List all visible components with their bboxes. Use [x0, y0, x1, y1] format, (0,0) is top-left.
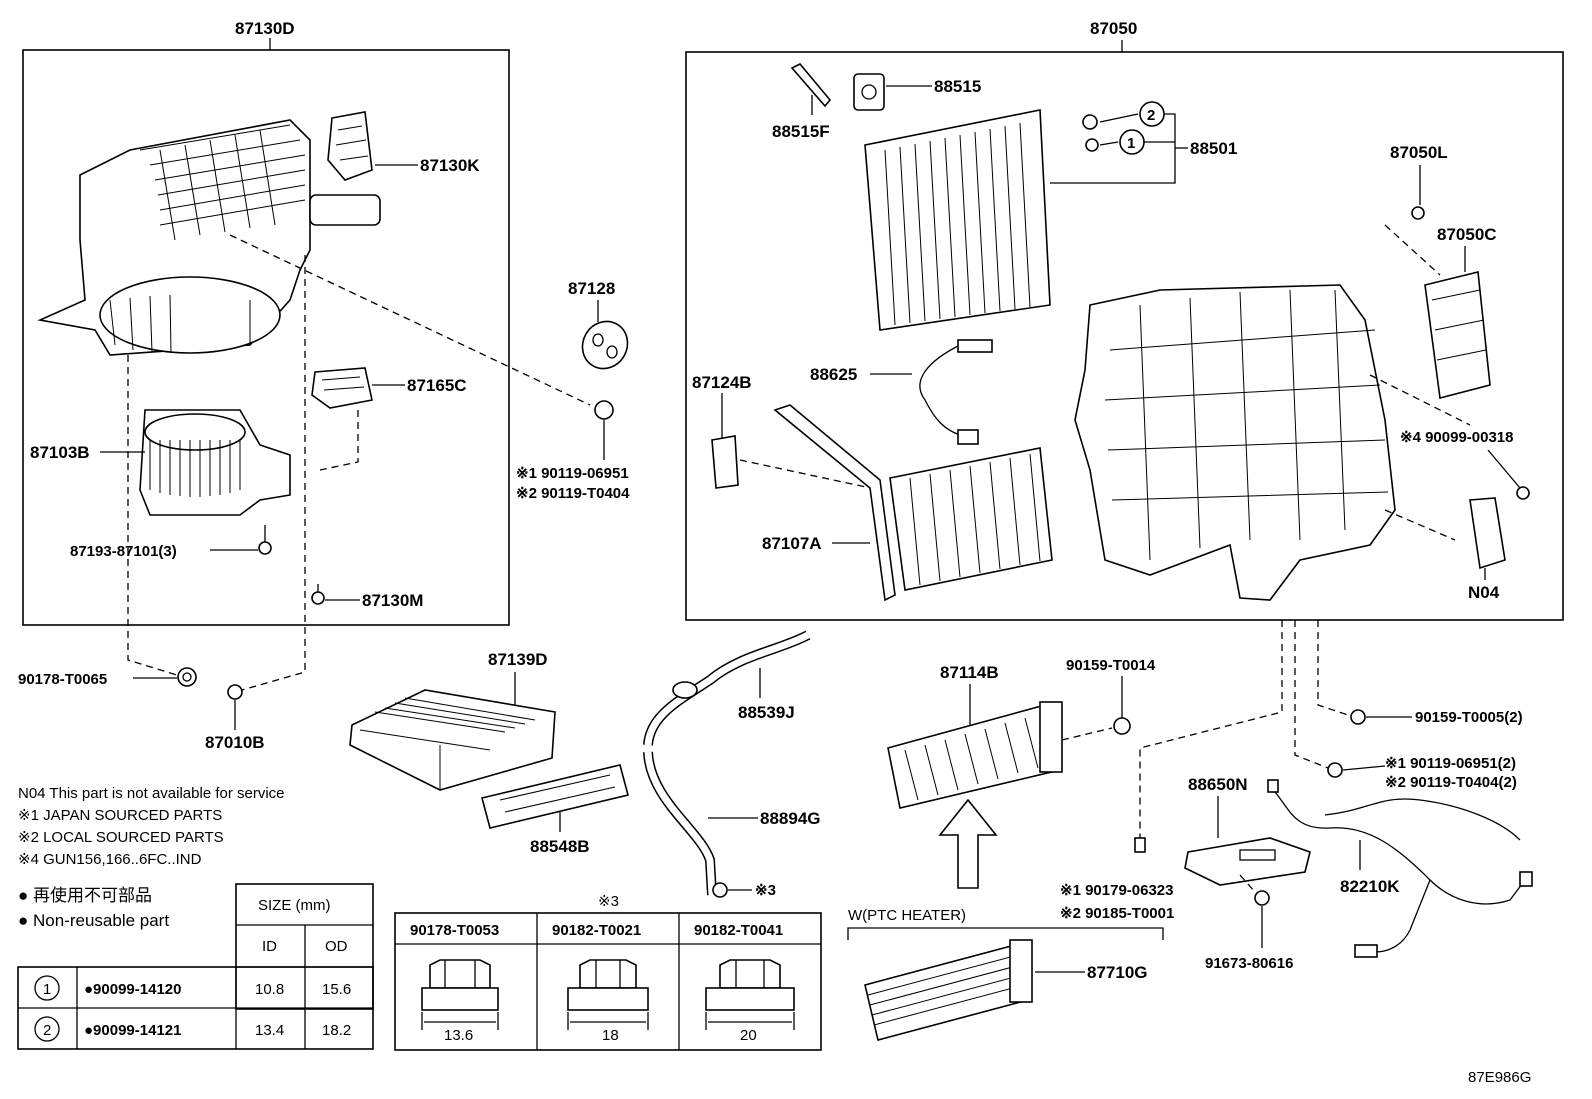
- ptc-heater-87114B-drawing: [887, 701, 1063, 809]
- note-x2: ※2 LOCAL SOURCED PARTS: [18, 829, 224, 846]
- table-row1-ref: 1: [43, 981, 51, 998]
- o-ring-2-number: 2: [1147, 107, 1155, 124]
- nut-icon: [579, 959, 637, 989]
- table-row2-ref: 2: [43, 1022, 51, 1039]
- part-88515F: 88515F: [772, 122, 830, 141]
- figure-id: 87E986G: [1468, 1069, 1531, 1086]
- nut-col2-size: 18: [602, 1027, 619, 1044]
- group-label-heater-unit: 87050: [1090, 19, 1137, 38]
- note-x1: ※1 JAPAN SOURCED PARTS: [18, 807, 222, 824]
- part-90119-06951-2: ※1 90119-06951(2): [1385, 755, 1516, 772]
- part-87710G: 87710G: [1087, 963, 1148, 982]
- part-91673-80616: 91673-80616: [1205, 955, 1293, 972]
- gasket-90178-T0065-drawing: [177, 667, 197, 687]
- bracket-N04-drawing: [1469, 497, 1506, 570]
- wire-harness-82210K-drawing: [1267, 779, 1533, 958]
- part-87107A: 87107A: [762, 534, 822, 553]
- part-88539J: 88539J: [738, 703, 795, 722]
- part-87010B: 87010B: [205, 733, 265, 752]
- nut-col2-part: 90182-T0021: [552, 922, 641, 939]
- nut-col1-size: 13.6: [444, 1027, 473, 1044]
- table-id-header: ID: [262, 938, 277, 955]
- part-N04: N04: [1468, 583, 1500, 602]
- heater-unit-box: [685, 51, 1564, 621]
- part-90178-T0065: 90178-T0065: [18, 671, 107, 688]
- cover-88548B-drawing: [481, 764, 629, 829]
- part-87193-87101: 87193-87101(3): [70, 543, 177, 560]
- blower-case-drawing: [37, 119, 381, 356]
- note-x4: ※4 GUN156,166..6FC..IND: [18, 851, 202, 868]
- hose-88539J-drawing: [643, 630, 811, 746]
- part-82210K: 82210K: [1340, 877, 1400, 896]
- table-row1-od: 15.6: [322, 981, 351, 998]
- expansion-valve-88515-drawing: [853, 73, 885, 111]
- part-87050C: 87050C: [1437, 225, 1497, 244]
- actuator-87050C-drawing: [1424, 271, 1491, 400]
- table-row2-part: ●90099-14121: [84, 1022, 181, 1039]
- o-ring-1-number: 1: [1127, 135, 1135, 152]
- table-row2-od: 18.2: [322, 1022, 351, 1039]
- part-87103B: 87103B: [30, 443, 90, 462]
- note-n04: N04 This part is not available for servi…: [18, 785, 285, 802]
- group-label-blower: 87130D: [235, 19, 295, 38]
- nut-col3-part: 90182-T0041: [694, 922, 783, 939]
- part-88515: 88515: [934, 77, 981, 96]
- blower-assembly-box: [22, 49, 510, 626]
- part-87114B: 87114B: [940, 663, 999, 682]
- part-88501: 88501: [1190, 139, 1237, 158]
- part-87050L: 87050L: [1390, 143, 1448, 162]
- blower-motor-87103B-drawing: [139, 409, 291, 516]
- part-90119-T0404-2: ※2 90119-T0404(2): [1385, 774, 1517, 791]
- part-90179-06323: ※1 90179-06323: [1060, 882, 1174, 899]
- part-88894G: 88894G: [760, 809, 821, 828]
- nut-size-table: ※3 90178-T0053 90182-T0021 90182-T0041 1…: [394, 893, 822, 1051]
- table-row1-part: ●90099-14120: [84, 981, 181, 998]
- part-88625: 88625: [810, 365, 857, 384]
- note-nonreusable-en: ● Non-reusable part: [18, 911, 169, 930]
- hose-88894G-drawing: [643, 751, 728, 898]
- arrow-up-icon: [938, 798, 998, 889]
- part-87130M: 87130M: [362, 591, 423, 610]
- table-row2-id: 13.4: [255, 1022, 284, 1039]
- nut-col1-part: 90178-T0053: [410, 922, 499, 939]
- part-90119-06951: ※1 90119-06951: [516, 465, 629, 482]
- part-90159-T0014: 90159-T0014: [1066, 657, 1156, 674]
- part-x3: ※3: [755, 882, 776, 899]
- part-90185-T0001: ※2 90185-T0001: [1060, 905, 1174, 922]
- nut-table-title: ※3: [598, 893, 619, 910]
- part-87124B: 87124B: [692, 373, 752, 392]
- ptc-heater-label: W(PTC HEATER): [848, 907, 966, 924]
- part-90119-T0404: ※2 90119-T0404: [516, 485, 630, 502]
- part-90159-T0005: 90159-T0005(2): [1415, 709, 1523, 726]
- resistor-87165C-drawing: [311, 367, 373, 409]
- nut-col3-size: 20: [740, 1027, 757, 1044]
- clamp-87124B-drawing: [711, 435, 739, 489]
- bolt-88515F-drawing: [790, 63, 832, 108]
- heater-case-drawing: [1074, 284, 1396, 601]
- table-od-header: OD: [325, 938, 348, 955]
- o-ring-size-table: SIZE (mm) ID OD 1 ●90099-14120 10.8 15.6…: [17, 883, 374, 1050]
- part-88548B: 88548B: [530, 837, 590, 856]
- thermistor-88625-drawing: [919, 339, 993, 445]
- resistor-87130K-drawing: [327, 111, 373, 181]
- nut-icon: [429, 959, 491, 989]
- part-88650N: 88650N: [1188, 775, 1248, 794]
- note-nonreusable-jp: ● 再使用不可部品: [18, 885, 152, 905]
- part-87139D: 87139D: [488, 650, 548, 669]
- controller-88650N-drawing: [1184, 837, 1311, 886]
- grommet-87128-drawing: [581, 320, 629, 370]
- heater-core-87107A-drawing: [773, 404, 1053, 602]
- part-87130K: 87130K: [420, 156, 480, 175]
- part-87165C: 87165C: [407, 376, 467, 395]
- part-87128: 87128: [568, 279, 615, 298]
- ptc-heater-87710G-drawing: [864, 939, 1033, 1041]
- evaporator-88501-drawing: [864, 109, 1051, 331]
- nut-icon: [719, 959, 781, 989]
- table-row1-id: 10.8: [255, 981, 284, 998]
- filter-87139D-drawing: [349, 689, 556, 791]
- part-90099-00318: ※4 90099-00318: [1400, 429, 1514, 446]
- table-size-header: SIZE (mm): [258, 897, 331, 914]
